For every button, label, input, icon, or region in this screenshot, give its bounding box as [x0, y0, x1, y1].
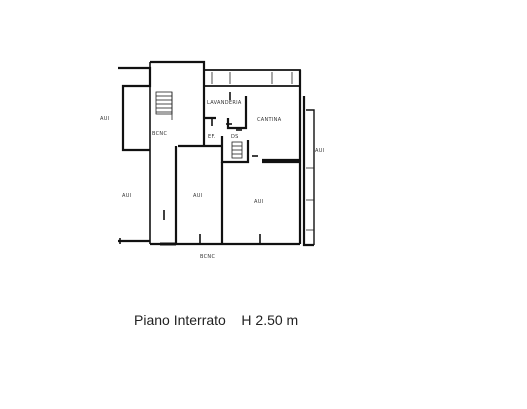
stair-box	[155, 91, 173, 115]
label-aui-center: AUI	[193, 193, 202, 199]
wall-right-outer	[302, 96, 314, 247]
caption-height: H 2.50 m	[241, 312, 299, 328]
label-bcnc-bottom: BCNC	[200, 254, 215, 260]
label-aui-left-top: AUI	[100, 116, 109, 122]
wall-main-room	[262, 160, 302, 244]
caption-floor: Piano Interrato	[134, 312, 226, 328]
walls	[118, 60, 315, 247]
wall-top	[204, 69, 301, 87]
room-labels: AUI BCNC LAVANDERIA CANTINA EF. DS AUI A…	[100, 100, 324, 260]
label-aui-left: AUI	[122, 193, 131, 199]
label-aui-main: AUI	[254, 199, 263, 205]
wall-lavanderia	[204, 96, 248, 130]
label-bcnc-top: BCNC	[152, 131, 167, 137]
label-ds: DS	[231, 134, 239, 140]
thin-details	[155, 72, 314, 231]
label-ef: EF.	[208, 134, 216, 140]
wall-disimpegno	[220, 136, 250, 164]
door-marks	[119, 92, 261, 244]
label-lavanderia: LAVANDERIA	[207, 100, 242, 106]
label-cantina: CANTINA	[257, 117, 282, 123]
wall-left-top	[118, 66, 152, 152]
wall-right	[262, 86, 302, 162]
wall-right-bay	[306, 109, 315, 245]
label-aui-right: AUI	[315, 148, 324, 154]
plan-caption: Piano Interrato H 2.50 m	[134, 312, 298, 328]
